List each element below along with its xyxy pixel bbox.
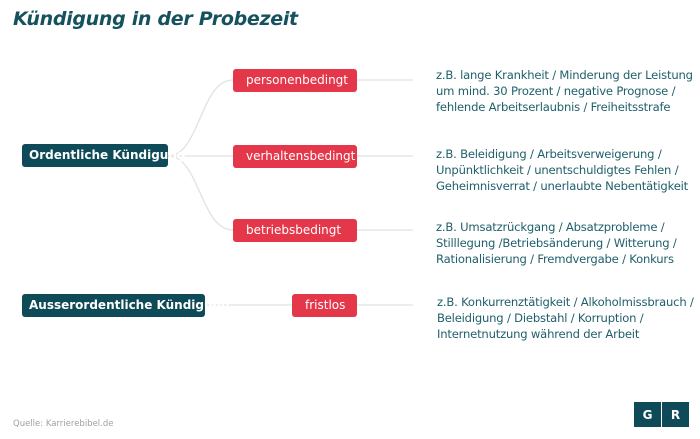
example-line: Unpünktlichkeit / unentschuldigtes Fehle… bbox=[436, 163, 679, 177]
type-betriebsbedingt: betriebsbedingt bbox=[233, 219, 357, 242]
connector-ordentlich-betrieb bbox=[167, 155, 234, 231]
type-fristlos: fristlos bbox=[292, 294, 357, 317]
category-ordentliche-kuendigung: Ordentliche Kündigung bbox=[22, 144, 185, 167]
type-personenbedingt: personenbedingt bbox=[233, 69, 357, 92]
example-line: Rationalisierung / Fremdvergabe / Konkur… bbox=[436, 252, 674, 266]
type-verhaltensbedingt: verhaltensbedingt bbox=[233, 145, 357, 168]
page-title: Kündigung in der Probezeit bbox=[13, 8, 298, 30]
category-ausserordentliche-kuendigung: Ausserordentliche Kündigung bbox=[22, 294, 230, 317]
source-credit: Quelle: Karrierebibel.de bbox=[13, 419, 114, 429]
examples-personenbedingt: z.B. lange Krankheit / Minderung der Lei… bbox=[436, 67, 693, 115]
example-line: Internetnutzung während der Arbeit bbox=[437, 327, 640, 341]
examples-verhaltensbedingt: z.B. Beleidigung / Arbeitsverweigerung /… bbox=[436, 146, 688, 194]
logo-letter-r: R bbox=[662, 402, 689, 427]
examples-betriebsbedingt: z.B. Umsatzrückgang / Absatzprobleme / S… bbox=[436, 219, 677, 267]
example-line: z.B. Beleidigung / Arbeitsverweigerung / bbox=[436, 147, 662, 161]
example-line: um mind. 30 Prozent / negative Prognose … bbox=[436, 84, 676, 98]
example-line: fehlende Arbeitserlaubnis / Freiheitsstr… bbox=[436, 100, 671, 114]
example-line: z.B. Umsatzrückgang / Absatzprobleme / bbox=[436, 220, 665, 234]
example-line: Geheimnisverrat / unerlaubte Nebentätigk… bbox=[436, 179, 688, 193]
example-line: z.B. Konkurrenztätigkeit / Alkoholmissbr… bbox=[437, 295, 694, 309]
example-line: z.B. lange Krankheit / Minderung der Lei… bbox=[436, 68, 693, 82]
logo-letter-g: G bbox=[634, 402, 661, 427]
connector-ordentlich-personen bbox=[167, 79, 234, 157]
example-line: Beleidigung / Diebstahl / Korruption / bbox=[437, 311, 644, 325]
gr-logo: G R bbox=[634, 402, 689, 427]
example-line: Stilllegung /Betriebsänderung / Witterun… bbox=[436, 236, 677, 250]
examples-fristlos: z.B. Konkurrenztätigkeit / Alkoholmissbr… bbox=[437, 294, 694, 342]
